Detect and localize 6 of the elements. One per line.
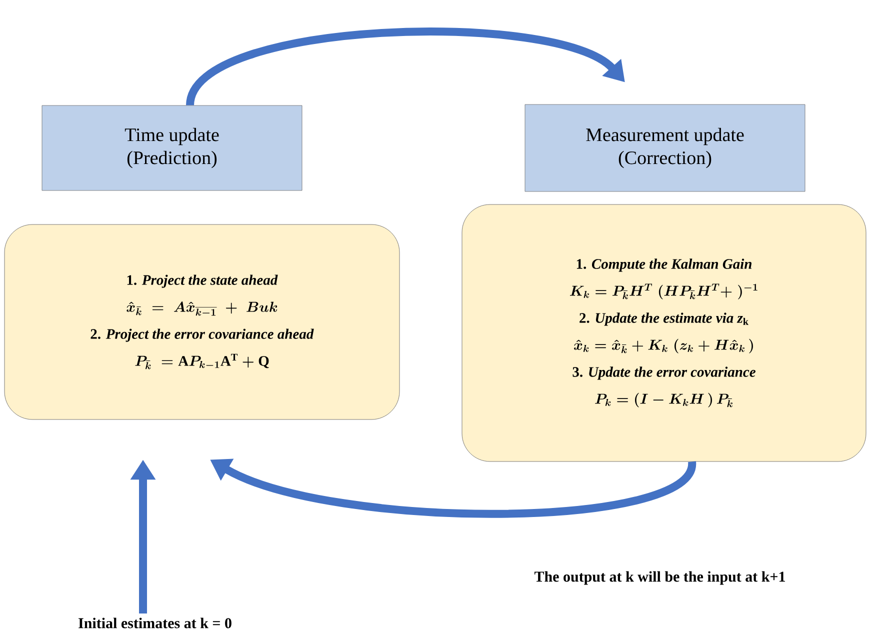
stage-box: Time update (Prediction) [42, 105, 302, 191]
equation-panel: 1. Project the state ahead $\hat{x}_{\bar{k}} \;=\; A\hat{x}_{\overline{k-1}} \;+\; Buk$ 2. Project the error covariance ahead $P_{\bar{k}} \;= \mathrm{A}P_{k-1}\mathrm{A}^{\mathrm{T}} + \mathrm{Q}$ [4, 224, 400, 420]
caption-text: Initial estimates at k = 0 [78, 618, 232, 628]
note-text: The output at k will be the input at k+1 [534, 571, 785, 585]
stage-box: Measurement update (Correction) [524, 104, 806, 192]
equation-panel: 1. Compute the Kalman Gain $K_k = P_{\bar{k}}H^T\;(HP_{\bar{k}}H^T +\;)^{-1}$ 2. Update the estimate via z$_{k}$ $\hat{x}_k = \hat{x}_{\bar{k}} + K_k\;(z_k + H\hat{x}_k\,)$ 3. Update the error covariance $P_k = (I - K_kH\,)\,P_{\bar{k}}$ [462, 204, 866, 462]
